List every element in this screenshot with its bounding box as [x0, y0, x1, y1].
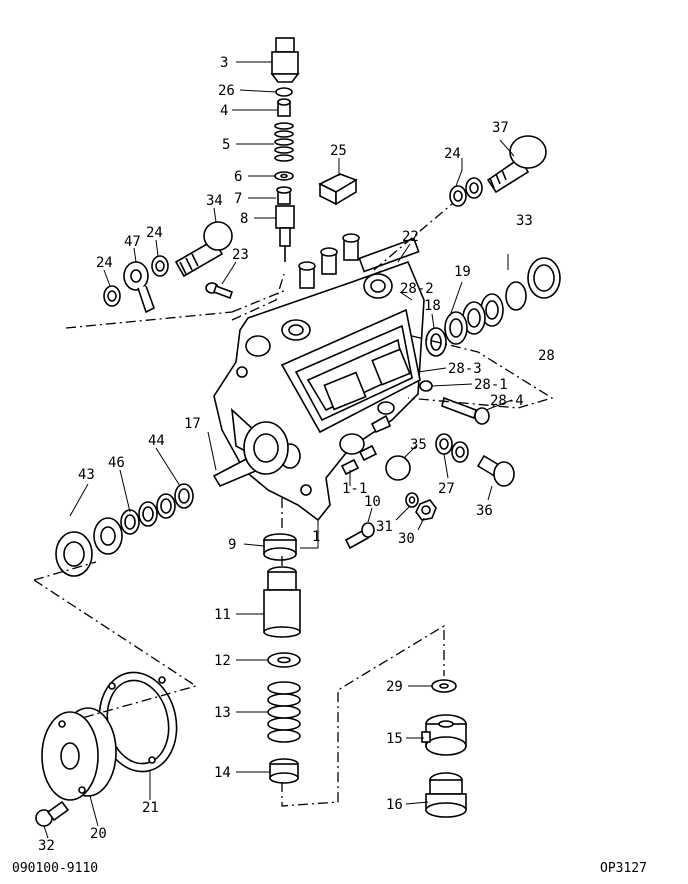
part-25-plate [318, 173, 358, 206]
part-9-gear [263, 533, 297, 561]
part-13-spring [267, 681, 301, 743]
dashline-43 [33, 561, 198, 719]
part-4-stopper [277, 98, 291, 117]
label-12: 12 [214, 653, 231, 669]
label-7: 7 [234, 191, 242, 207]
part-35-cap [385, 455, 411, 481]
label-10: 10 [364, 494, 381, 510]
footer-right-code: OP3127 [600, 861, 647, 876]
label-21: 21 [142, 800, 159, 816]
label-28-3: 28-3 [448, 361, 482, 377]
label-25: 25 [330, 143, 347, 159]
label-31: 31 [376, 519, 393, 535]
label-19: 19 [454, 264, 471, 280]
part-30-nut [415, 499, 437, 521]
dashline-top [65, 273, 287, 329]
part-31-washer [405, 492, 419, 508]
label-17: 17 [184, 416, 201, 432]
part-7-valve [276, 186, 292, 205]
label-24-left: 24 [96, 255, 113, 271]
label-26: 26 [218, 83, 235, 99]
label-4: 4 [220, 103, 228, 119]
part-46-shims [120, 493, 176, 535]
label-15: 15 [386, 731, 403, 747]
label-37: 37 [492, 120, 509, 136]
label-3: 3 [220, 55, 228, 71]
label-27: 27 [438, 481, 455, 497]
label-11: 11 [214, 607, 231, 623]
part-12-washer [267, 652, 301, 668]
part-8-valve-seat [275, 205, 295, 262]
label-22: 22 [402, 229, 419, 245]
part-21-gasket [98, 671, 178, 773]
part-19-shims [444, 293, 504, 345]
part-33-cover [505, 257, 561, 311]
label-24-top: 24 [444, 146, 461, 162]
dashline-29 [281, 624, 445, 807]
label-1: 1 [312, 529, 320, 545]
label-28-2: 28-2 [400, 281, 434, 297]
part-27-washers [435, 433, 469, 463]
part-37-eye-bolt [486, 135, 547, 194]
label-8: 8 [240, 211, 248, 227]
label-35: 35 [410, 437, 427, 453]
label-29: 29 [386, 679, 403, 695]
part-24-washer-top [449, 177, 483, 207]
label-23: 23 [232, 247, 249, 263]
part-16-plug [425, 772, 467, 818]
part-23-screw [205, 282, 234, 300]
label-6: 6 [234, 169, 242, 185]
part-1-1-screws [340, 414, 392, 476]
part-32-bolt [35, 800, 70, 827]
part-24-washer-left [103, 255, 169, 307]
label-14: 14 [214, 765, 231, 781]
pump-body [213, 260, 425, 522]
part-14-seat [269, 758, 299, 784]
label-9: 9 [228, 537, 236, 553]
part-43-gear [55, 517, 123, 577]
part-29-washer [431, 679, 457, 693]
label-24-mid: 24 [146, 225, 163, 241]
part-36-bolt [476, 454, 515, 487]
label-1-1: 1-1 [342, 481, 367, 497]
callout-labels: 3 26 4 5 6 7 8 25 24 37 34 47 24 24 23 2… [38, 55, 555, 854]
part-28-parts [419, 380, 490, 425]
part-17-drive-shaft [212, 421, 289, 488]
label-43: 43 [78, 467, 95, 483]
label-20: 20 [90, 826, 107, 842]
label-28-4: 28-4 [490, 393, 524, 409]
label-18: 18 [424, 298, 441, 314]
part-5-spring [274, 122, 294, 162]
part-3-holder [270, 37, 300, 83]
label-28: 28 [538, 348, 555, 364]
label-34: 34 [206, 193, 223, 209]
part-10-screw [344, 522, 375, 550]
label-5: 5 [222, 137, 230, 153]
part-47-banjo [123, 261, 155, 314]
label-13: 13 [214, 705, 231, 721]
label-32: 32 [38, 838, 55, 854]
part-20-flange [41, 707, 117, 801]
label-16: 16 [386, 797, 403, 813]
part-11-tappet [263, 566, 301, 638]
part-6-gasket [274, 171, 294, 181]
part-34-eye-bolt [174, 221, 233, 278]
footer-left-code: 090100-9110 [12, 861, 98, 876]
leader-lines [43, 61, 515, 839]
label-28-1: 28-1 [474, 377, 508, 393]
dashline-24 [373, 203, 453, 271]
part-26-oring [275, 87, 293, 97]
part-15-bushing [421, 714, 467, 756]
label-30: 30 [398, 531, 415, 547]
label-44: 44 [148, 433, 165, 449]
label-36: 36 [476, 503, 493, 519]
dashline-28 [407, 335, 554, 409]
part-44-washer [174, 483, 194, 509]
label-33: 33 [516, 213, 533, 229]
label-46: 46 [108, 455, 125, 471]
label-47: 47 [124, 234, 141, 250]
delivery-valve-holders [298, 233, 420, 299]
